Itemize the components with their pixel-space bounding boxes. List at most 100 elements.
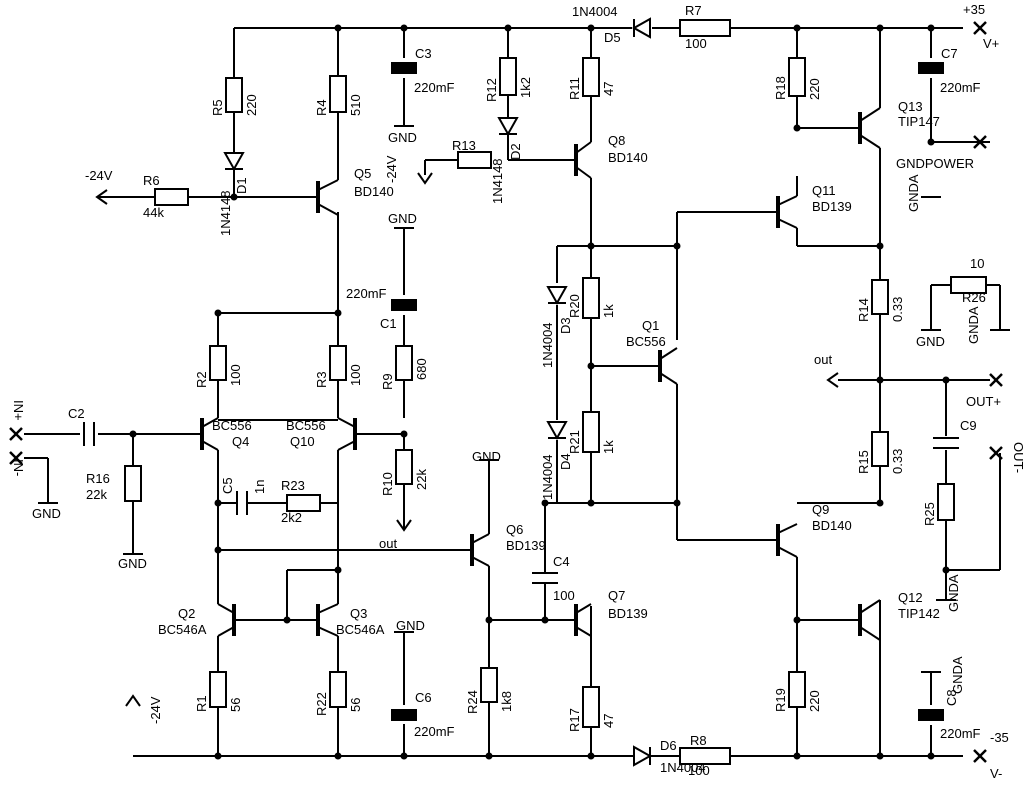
value-q4: BC556 — [212, 418, 252, 433]
transistor — [337, 417, 357, 451]
terminal-x — [989, 373, 1003, 387]
junction-dot — [793, 752, 801, 760]
ref-c9: C9 — [960, 418, 977, 433]
junction-dot — [673, 242, 681, 250]
ref-r11: R11 — [567, 77, 582, 100]
resistor — [329, 75, 347, 113]
gnd-label: GND — [388, 211, 417, 226]
ref-q7: Q7 — [608, 588, 625, 603]
value-d2: 1N4148 — [490, 158, 505, 204]
arrow — [417, 172, 433, 185]
junction-dot — [876, 24, 884, 32]
value-r16: 22k — [86, 487, 107, 502]
capacitor — [918, 62, 944, 74]
net-neg24v: -24V — [148, 696, 163, 724]
value-c6: 220mF — [414, 724, 455, 739]
value-q8: BD140 — [608, 150, 648, 165]
diode — [546, 421, 568, 441]
value-c7: 220mF — [940, 80, 981, 95]
ref-c7: C7 — [941, 46, 958, 61]
junction-dot — [334, 309, 342, 317]
junction-dot — [214, 309, 222, 317]
capacitor — [532, 572, 558, 584]
rail-vplus-value: +35 — [963, 2, 985, 17]
ref-r17: R17 — [567, 708, 582, 732]
diode — [497, 117, 519, 137]
transistor — [316, 603, 339, 637]
junction-dot — [793, 24, 801, 32]
diode — [546, 286, 568, 306]
transistor — [776, 195, 798, 229]
wires — [24, 24, 1001, 760]
ref-r14: R14 — [856, 298, 871, 322]
junction-dot — [214, 752, 222, 760]
value-q13: TIP147 — [898, 114, 940, 129]
junction-dot — [283, 616, 291, 624]
junction-dot — [587, 752, 595, 760]
ref-d1: D1 — [234, 177, 249, 194]
value-r4: 510 — [348, 94, 363, 116]
ref-c4: C4 — [553, 554, 570, 569]
value-c8: 220mF — [940, 726, 981, 741]
value-r9: 680 — [414, 358, 429, 380]
junction-dot — [942, 566, 950, 574]
ref-r25: R25 — [922, 502, 937, 526]
ref-r5: R5 — [210, 99, 225, 116]
junction-dot — [334, 752, 342, 760]
capacitor — [391, 62, 417, 74]
ref-q8: Q8 — [608, 133, 625, 148]
ref-c5: C5 — [220, 477, 235, 494]
resistor — [582, 277, 600, 319]
ref-d4: D4 — [558, 453, 573, 470]
resistor — [582, 411, 600, 453]
gnd-label: GNDA — [946, 574, 961, 612]
resistor — [329, 671, 347, 708]
resistor — [225, 77, 243, 113]
ref-q12: Q12 — [898, 590, 923, 605]
terminal-x — [973, 21, 987, 35]
transistor — [658, 347, 678, 385]
value-r2: 100 — [228, 364, 243, 386]
terminal-x — [989, 446, 1003, 460]
value-q1: BC556 — [626, 334, 666, 349]
ref-q2: Q2 — [178, 606, 195, 621]
net-out: out — [814, 352, 832, 367]
gnd-label: GNDA — [966, 306, 981, 344]
port-out-minus: OUT- — [1011, 442, 1026, 473]
ref-c8: C8 — [944, 689, 959, 706]
resistor — [286, 494, 321, 512]
ref-r6: R6 — [143, 173, 160, 188]
junction-dot — [214, 499, 222, 507]
capacitor — [236, 491, 248, 515]
junction-dot — [876, 242, 884, 250]
junction-dot — [587, 362, 595, 370]
resistor — [788, 57, 806, 97]
ref-q5: Q5 — [354, 166, 371, 181]
value-r3: 100 — [348, 364, 363, 386]
resistor — [871, 431, 889, 467]
port-in-plus: IN+ — [11, 400, 26, 421]
junction-dot — [400, 752, 408, 760]
gnd-label: GND — [472, 449, 501, 464]
value-d6: 1N4004 — [660, 760, 706, 775]
ref-r22: R22 — [314, 692, 329, 716]
junction-dot — [129, 430, 137, 438]
components — [9, 17, 1010, 767]
junction-dot — [927, 24, 935, 32]
value-r12: 1k2 — [518, 77, 533, 98]
gnd-label: GND — [118, 556, 147, 571]
resistor — [582, 686, 600, 728]
value-r7: 100 — [685, 36, 707, 51]
transistor — [470, 533, 490, 567]
value-r10: 22k — [414, 469, 429, 490]
ref-d5: D5 — [604, 30, 621, 45]
ref-r4: R4 — [314, 99, 329, 116]
rail-vminus-name: V- — [990, 766, 1002, 781]
gnd-label: GND — [396, 618, 425, 633]
value-c1: 220mF — [346, 286, 387, 301]
ref-q1: Q1 — [642, 318, 659, 333]
ref-r7: R7 — [685, 3, 702, 18]
ref-q11: Q11 — [812, 183, 836, 198]
value-c3: 220mF — [414, 80, 455, 95]
